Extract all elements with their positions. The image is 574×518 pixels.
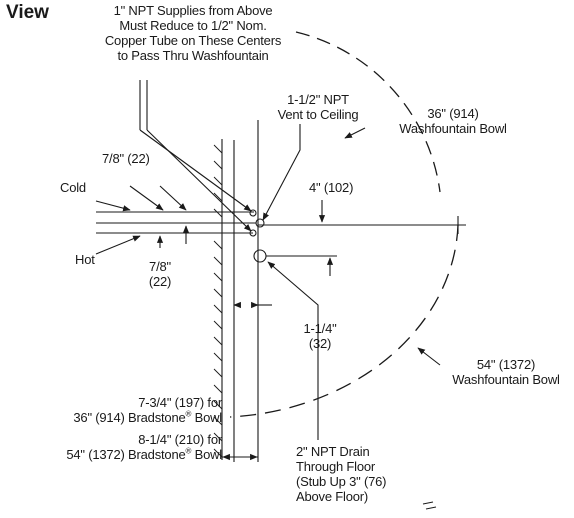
drain-pipe bbox=[253, 249, 267, 263]
drain-line-3: (Stub Up 3" (76) bbox=[296, 474, 387, 489]
dim-4-label: 4" (102) bbox=[309, 180, 354, 195]
offset-54-line-2-b: Bowl bbox=[191, 447, 223, 462]
hot-supply-pipe bbox=[249, 229, 257, 237]
bowl-36-label-line-2: Washfountain Bowl bbox=[399, 121, 507, 136]
registered-mark: ® bbox=[185, 446, 192, 456]
vent-label-line-2: Vent to Ceiling bbox=[277, 107, 359, 122]
bowl-36-label-line-1: 36" (914) bbox=[427, 106, 479, 121]
drain-line-2: Through Floor bbox=[296, 459, 376, 474]
bowl-54-outline bbox=[229, 224, 459, 418]
bowl-36-outline bbox=[295, 31, 441, 193]
dim-78-top-arrow-left bbox=[129, 185, 164, 211]
bowl-36-leader bbox=[344, 127, 366, 139]
view-title: View bbox=[6, 2, 49, 23]
wall-hatching bbox=[213, 144, 223, 458]
offset-36-line-2-b: Bowl bbox=[191, 410, 223, 425]
cold-label: Cold bbox=[60, 180, 86, 195]
supplies-label-line-3: Copper Tube on These Centers bbox=[104, 33, 282, 48]
dim-78-top-arrow-right bbox=[159, 185, 187, 211]
dim-78-top-label: 7/8" (22) bbox=[102, 151, 150, 166]
supplies-label-line-1: 1" NPT Supplies from Above bbox=[113, 3, 273, 18]
vent-pipe bbox=[255, 218, 265, 228]
supplies-leader-2b bbox=[146, 129, 252, 232]
offset-54-line-2: 54" (1372) Bradstone® Bowl bbox=[20, 447, 222, 462]
drain-leader bbox=[267, 261, 319, 440]
drain-label: 2" NPT Drain Through Floor (Stub Up 3" (… bbox=[296, 444, 386, 504]
dim-114-label: 1-1/4" (32) bbox=[295, 321, 345, 351]
vent-label-line-1: 1-1/2" NPT bbox=[287, 92, 349, 107]
dim-114-line-1: 1-1/4" bbox=[303, 321, 337, 336]
bowl-54-label-line-1: 54" (1372) bbox=[476, 357, 536, 372]
corner-mark bbox=[422, 501, 437, 510]
bowl-54-leader bbox=[417, 347, 441, 366]
hot-label: Hot bbox=[75, 252, 95, 267]
drain-line-4: Above Floor) bbox=[296, 489, 369, 504]
offset-36-label: 7-3/4" (197) for 36" (914) Bradstone® Bo… bbox=[20, 395, 222, 425]
hot-arrow bbox=[95, 235, 141, 255]
supplies-label-line-4: to Pass Thru Washfountain bbox=[117, 48, 269, 63]
bowl-54-label-line-2: Washfountain Bowl bbox=[452, 372, 560, 387]
offset-36-line-1: 7-3/4" (197) for bbox=[138, 395, 222, 410]
offset-54-line-1: 8-1/4" (210) for bbox=[138, 432, 222, 447]
offset-54-label: 8-1/4" (210) for 54" (1372) Bradstone® B… bbox=[20, 432, 222, 462]
cold-arrow bbox=[95, 200, 131, 212]
dim-78-bottom-label: 7/8" (22) bbox=[140, 259, 180, 289]
supplies-leader-1b bbox=[139, 129, 252, 212]
offset-36-line-2-a: 36" (914) Bradstone bbox=[73, 410, 186, 425]
vent-label: 1-1/2" NPT Vent to Ceiling bbox=[258, 92, 378, 122]
offset-54-line-2-a: 54" (1372) Bradstone bbox=[66, 447, 186, 462]
cold-supply-pipe bbox=[249, 209, 257, 217]
drain-line-1: 2" NPT Drain bbox=[296, 444, 370, 459]
vent-leader bbox=[262, 124, 301, 221]
bowl-54-label: 54" (1372) Washfountain Bowl bbox=[438, 357, 574, 387]
supplies-label: 1" NPT Supplies from Above Must Reduce t… bbox=[90, 3, 296, 63]
registered-mark: ® bbox=[185, 409, 192, 419]
wall bbox=[213, 139, 223, 460]
supplies-label-line-2: Must Reduce to 1/2" Nom. bbox=[119, 18, 267, 33]
offset-36-line-2: 36" (914) Bradstone® Bowl bbox=[20, 410, 222, 425]
bowl-36-label: 36" (914) Washfountain Bowl bbox=[388, 106, 518, 136]
dim-78-bottom-line-1: 7/8" bbox=[149, 259, 171, 274]
dim-78-bottom-line-2: (22) bbox=[148, 274, 172, 289]
dim-114-line-2: (32) bbox=[308, 336, 332, 351]
